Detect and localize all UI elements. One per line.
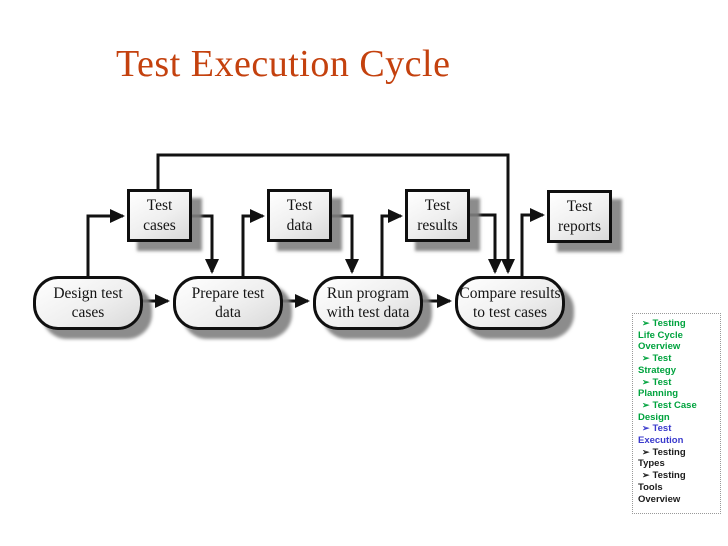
connector-testdata-to-run	[330, 214, 359, 274]
flow-box-prepare-test-data: Prepare test data	[173, 276, 283, 330]
flow-box-design-test-cases: Design test cases	[33, 276, 143, 330]
agenda-item-label: Test Execution	[638, 423, 684, 447]
flow-box-run-program: Run program with test data	[313, 276, 423, 330]
connector-run-to-testresults	[380, 209, 403, 277]
slide-title: Test Execution Cycle	[116, 43, 451, 85]
arrow-bullet-icon: ➢	[642, 318, 650, 328]
agenda-item-label: Test Strategy	[638, 353, 677, 376]
arrow-bullet-icon: ➢	[642, 399, 650, 410]
flow-box-test-reports: Test reports	[547, 190, 612, 243]
agenda-item-label: Testing Life Cycle Overview	[638, 318, 686, 353]
connector-testcases-to-prepare	[190, 214, 219, 274]
arrow-bullet-icon: ➢	[642, 376, 650, 387]
flow-box-test-data: Test data	[267, 189, 332, 242]
agenda-item-test-planning[interactable]: ➢Test Planning	[638, 377, 718, 400]
connector-compare-to-testreports	[520, 208, 545, 277]
agenda-panel: ➢Testing Life Cycle Overview ➢Test Strat…	[632, 313, 721, 514]
agenda-item-label: Test Planning	[638, 376, 679, 400]
agenda-item-label: Testing Types	[638, 446, 686, 470]
agenda-item-label: Test Case Design	[638, 399, 697, 423]
agenda-item-test-case-design[interactable]: ➢Test Case Design	[638, 400, 718, 423]
flow-box-test-cases: Test cases	[127, 189, 192, 242]
agenda-item-test-strategy[interactable]: ➢Test Strategy	[638, 353, 718, 376]
flow-box-test-results: Test results	[405, 189, 470, 242]
agenda-item-test-execution[interactable]: ➢Test Execution	[638, 423, 718, 446]
arrow-bullet-icon: ➢	[642, 353, 650, 364]
connector-testcases-to-compare	[156, 153, 515, 274]
arrow-bullet-icon: ➢	[642, 470, 650, 481]
connector-testresults-to-compare	[468, 213, 502, 274]
connector-design-to-testcases	[86, 209, 125, 277]
arrow-bullet-icon: ➢	[642, 423, 650, 434]
arrow-bullet-icon: ➢	[642, 446, 650, 457]
flow-box-compare-results: Compare results to test cases	[455, 276, 565, 330]
agenda-item-testing-life-cycle-overview[interactable]: ➢Testing Life Cycle Overview	[638, 318, 718, 353]
agenda-item-testing-types[interactable]: ➢Testing Types	[638, 447, 718, 470]
agenda-item-testing-tools-overview[interactable]: ➢Testing Tools Overview	[638, 470, 718, 505]
agenda-item-label: Testing Tools Overview	[638, 470, 686, 505]
connector-prepare-to-testdata	[241, 209, 265, 277]
